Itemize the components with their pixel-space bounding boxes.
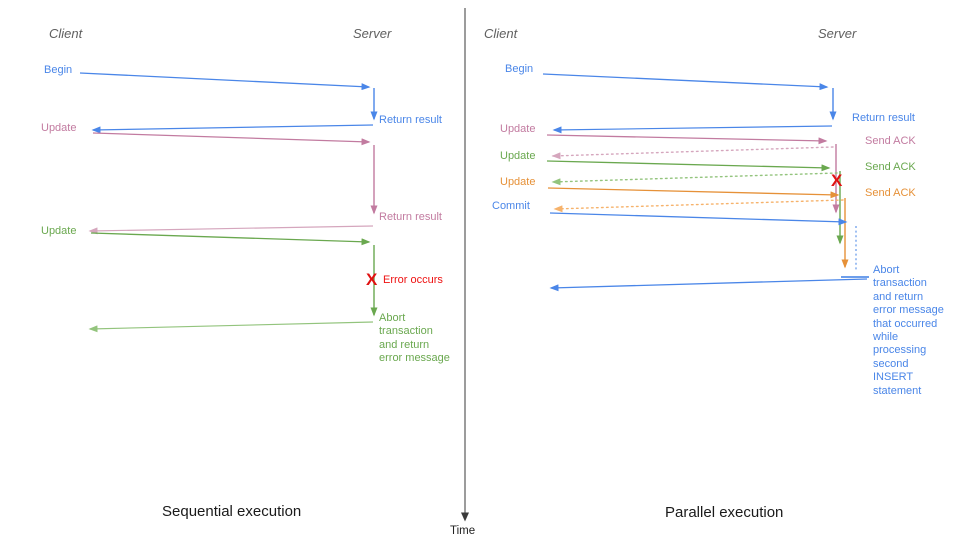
right-commit-label: Commit xyxy=(492,200,530,212)
left-abort-message: Abort transaction and return error messa… xyxy=(379,312,450,365)
left-return-result-label-2: Return result xyxy=(379,211,442,223)
right-client-header: Client xyxy=(484,26,518,41)
left-abort-line: transaction xyxy=(379,325,433,338)
left-return-result-arrow-1 xyxy=(91,124,374,134)
right-abort-line: statement xyxy=(873,384,922,397)
right-ack2-label: Send ACK xyxy=(865,161,916,173)
left-update2-label: Update xyxy=(41,225,77,237)
left-diagram-caption: Sequential execution xyxy=(162,503,302,520)
right-abort-return-arrow xyxy=(549,278,868,292)
left-return-result-label-1: Return result xyxy=(379,114,442,126)
time-axis-label: Time xyxy=(450,525,476,537)
left-abort-line: and return xyxy=(379,338,430,351)
right-abort-line: and return xyxy=(873,290,924,303)
right-abort-line: Abort xyxy=(873,264,900,276)
left-error-occurs-label: Error occurs xyxy=(383,274,443,286)
left-server-header: Server xyxy=(353,26,392,41)
right-abort-line: processing xyxy=(873,344,927,357)
right-begin-label: Begin xyxy=(505,63,534,75)
right-return-result-label: Return result xyxy=(852,112,915,124)
left-diagram-lines xyxy=(79,72,378,333)
right-ack1-dotted-arrow xyxy=(551,146,834,160)
left-update1-arrow xyxy=(92,132,371,146)
right-update2-label: Update xyxy=(500,150,536,162)
left-client-header: Client xyxy=(49,26,83,41)
left-update2-arrow xyxy=(90,232,371,246)
right-abort-message: Abort transaction and return error messa… xyxy=(873,264,944,398)
right-ack3-label: Send ACK xyxy=(865,187,916,199)
right-error-x-icon: X xyxy=(831,171,843,190)
right-commit-arrow xyxy=(549,212,848,226)
left-update1-label: Update xyxy=(41,122,77,134)
right-update1-arrow xyxy=(546,134,828,145)
right-ack2-dotted-arrow xyxy=(551,172,838,186)
right-abort-line: INSERT xyxy=(873,371,914,384)
left-abort-line: error message xyxy=(379,351,450,364)
right-diagram-caption: Parallel execution xyxy=(665,504,784,521)
left-abort-return-arrow xyxy=(88,321,374,333)
left-begin-label: Begin xyxy=(44,64,73,76)
left-begin-arrow xyxy=(79,72,371,91)
right-update3-label: Update xyxy=(500,176,536,188)
right-abort-line: error message xyxy=(873,304,944,317)
left-abort-line: Abort xyxy=(379,312,406,324)
right-ack1-label: Send ACK xyxy=(865,135,916,147)
right-update2-arrow xyxy=(546,160,831,172)
right-abort-line: while xyxy=(873,331,899,344)
right-return-result-arrow xyxy=(552,125,833,134)
right-begin-arrow xyxy=(542,73,829,91)
right-abort-line: second xyxy=(873,357,909,370)
right-update3-arrow xyxy=(547,187,840,199)
right-ack3-dotted-arrow xyxy=(553,199,844,213)
right-server-header: Server xyxy=(818,26,857,41)
right-abort-line: that occurred xyxy=(873,317,938,330)
right-diagram-lines xyxy=(542,73,869,292)
right-abort-line: transaction xyxy=(873,277,927,290)
right-update1-label: Update xyxy=(500,123,536,135)
left-return-result-arrow-2 xyxy=(88,225,374,235)
left-error-x-icon: X xyxy=(366,270,378,289)
